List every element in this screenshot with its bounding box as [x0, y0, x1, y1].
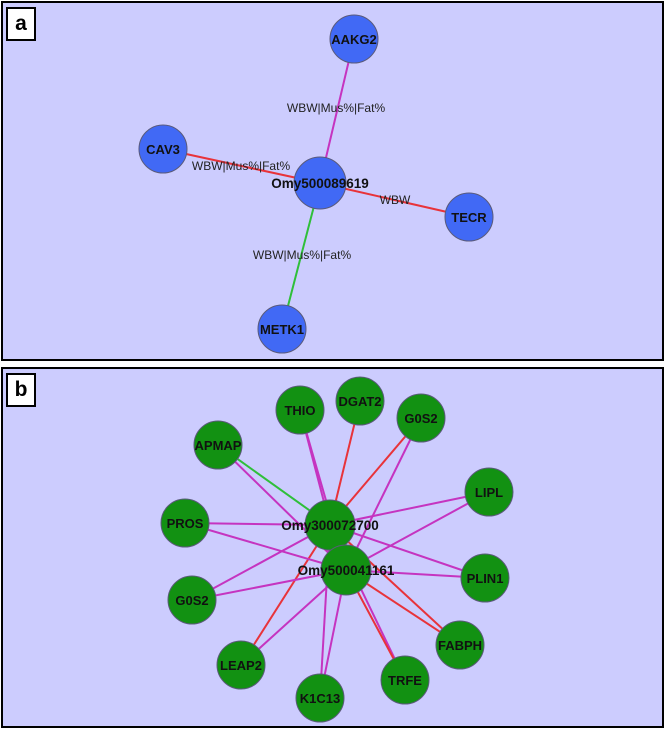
edge-hub2-pros [184, 522, 347, 571]
node-circle-hub [293, 156, 347, 210]
node-plin1: PLIN1 [460, 553, 510, 603]
node-circle-fabph [435, 620, 485, 670]
node-label-plin1: PLIN1 [467, 571, 504, 586]
nodes: THIODGAT2G0S2APMAPLIPLPROSPLIN1G0S2FABPH… [160, 376, 514, 723]
node-label-dgat2: DGAT2 [338, 394, 381, 409]
node-apmap: APMAP [193, 420, 243, 470]
node-label-hub2: Omy500041161 [298, 563, 395, 578]
node-hub1 [304, 499, 356, 551]
node-metk1: METK1 [257, 304, 307, 354]
node-circle-cav3 [138, 124, 188, 174]
node-label-hub1: Omy300072700 [281, 518, 379, 533]
node-trfe: TRFE [380, 655, 430, 705]
node-circle-thio [275, 385, 325, 435]
edge-hub2-g0s2b [191, 569, 347, 601]
node-cav3: CAV3 [138, 124, 188, 174]
node-circle-tecr [444, 192, 494, 242]
node-circle-g0s2a [396, 393, 446, 443]
node-label-lipl: LIPL [475, 485, 503, 500]
node-label-hub: Omy500089619 [271, 176, 369, 191]
edge-hub1-g0s2b [191, 524, 331, 601]
node-circle-trfe [380, 655, 430, 705]
edge-labels: WBW|Mus%|Fat% WBW|Mus%|Fat% WBW WBW|Mus%|Fa… [192, 101, 411, 262]
node-label-fabph: FABPH [438, 638, 482, 653]
node-label-cav3: CAV3 [146, 142, 180, 157]
edge-hub1-leap2 [240, 524, 331, 666]
edge-hub-cav3 [162, 148, 321, 184]
node-leap2: LEAP2 [216, 640, 266, 690]
edge-label-cav3: WBW|Mus%|Fat% [192, 159, 291, 173]
edge-label-metk1: WBW|Mus%|Fat% [253, 248, 352, 262]
node-label-tecr: TECR [451, 210, 487, 225]
node-lipl: LIPL [464, 467, 514, 517]
edge-label-tecr: WBW [380, 193, 411, 207]
network-a: AAKG2CAV3TECRMETK1WBW|Mus%|Fat%WBW|Mus%|… [138, 14, 494, 354]
node-circle-leap2 [216, 640, 266, 690]
node-aakg2: AAKG2 [329, 14, 379, 64]
node-tecr: TECR [444, 192, 494, 242]
panel-a-tag: a [6, 7, 36, 41]
node-label-pros: PROS [167, 516, 204, 531]
node-thio: THIO [275, 385, 325, 435]
edge-hub1-lipl [329, 491, 490, 526]
node-dgat2: DGAT2 [335, 376, 385, 426]
node-g0s2a: G0S2 [396, 393, 446, 443]
edge-hub1-fabph [329, 524, 461, 646]
node-label-thio: THIO [284, 403, 315, 418]
node-circle-plin1 [460, 553, 510, 603]
edge-hub2-g0s2a [345, 417, 422, 571]
network-b: THIODGAT2G0S2APMAPLIPLPROSPLIN1G0S2FABPH… [160, 376, 514, 723]
node-circle-apmap [193, 420, 243, 470]
node-circle-g0s2b [167, 575, 217, 625]
node-label-metk1: METK1 [260, 322, 304, 337]
node-hub2 [320, 544, 372, 596]
node-circle-pros [160, 498, 210, 548]
node-circle-dgat2 [335, 376, 385, 426]
node-k1c13: K1C13 [295, 673, 345, 723]
node-fabph: FABPH [435, 620, 485, 670]
node-circle-metk1 [257, 304, 307, 354]
node-label-aakg2: AAKG2 [331, 32, 377, 47]
edge-label-aakg2: WBW|Mus%|Fat% [287, 101, 386, 115]
node-label-g0s2a: G0S2 [404, 411, 437, 426]
node-circle-hub2 [320, 544, 372, 596]
node-label-leap2: LEAP2 [220, 658, 262, 673]
edge-hub2-lipl [345, 491, 490, 571]
node-pros: PROS [160, 498, 210, 548]
node-label-g0s2b: G0S2 [175, 593, 208, 608]
node-label-trfe: TRFE [388, 673, 422, 688]
node-circle-k1c13 [295, 673, 345, 723]
panel-b-tag: b [6, 373, 36, 407]
edge-hub1-plin1 [329, 524, 486, 579]
node-label-apmap: APMAP [195, 438, 242, 453]
node-circle-aakg2 [329, 14, 379, 64]
node-g0s2b: G0S2 [167, 575, 217, 625]
node-label-k1c13: K1C13 [300, 691, 340, 706]
node-circle-lipl [464, 467, 514, 517]
node-circle-hub1 [304, 499, 356, 551]
node-hub [293, 156, 347, 210]
